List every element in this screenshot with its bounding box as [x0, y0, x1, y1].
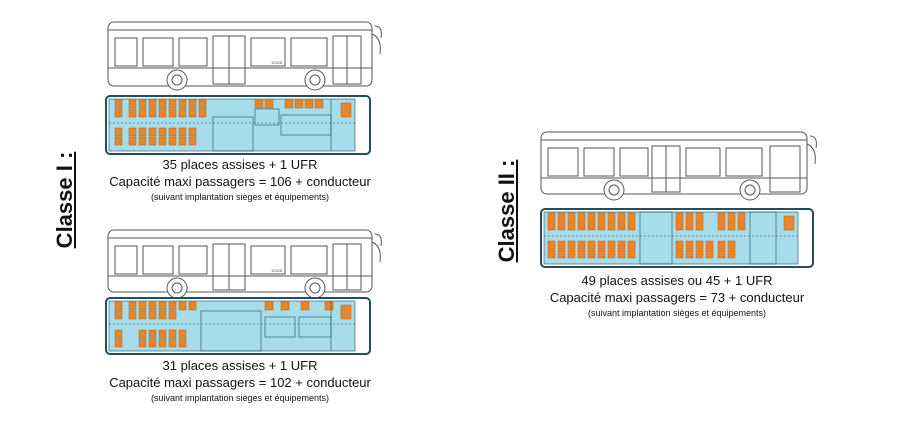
bus-3-note-text: (suivant implantation sièges et équipeme… [587, 308, 767, 318]
bus-3-seats-text: 49 places assises ou 45 + 1 UFR [581, 273, 773, 288]
bus-3-capacity-text: Capacité maxi passagers = 73 + conducteu… [549, 290, 805, 305]
bus-3-caption: 49 places assises ou 45 + 1 UFR Capacité… [532, 272, 822, 320]
bus-1-caption: 35 places assises + 1 UFR Capacité maxi … [95, 156, 385, 204]
bus-2-note-text: (suivant implantation sièges et équipeme… [150, 393, 330, 403]
bus-2-seats-text: 31 places assises + 1 UFR [162, 358, 318, 373]
bus-2-capacity-text: Capacité maxi passagers = 102 + conducte… [109, 375, 371, 390]
bus-3-seat-plan [540, 208, 814, 268]
bus-2-side-view: 15328 [107, 229, 382, 299]
classe-1-label: Classe I : [52, 151, 77, 249]
bus-3-side-view [540, 131, 817, 201]
bus-1-seats-text: 35 places assises + 1 UFR [162, 157, 318, 172]
bus-1-capacity-text: Capacité maxi passagers = 106 + conducte… [109, 174, 371, 189]
bus-1-side-code: 15328 [271, 60, 283, 65]
bus-1-side-view: 15328 [107, 21, 382, 91]
bus-1-seat-plan [105, 95, 371, 155]
bus-2-caption: 31 places assises + 1 UFR Capacité maxi … [95, 357, 385, 405]
bus-2-seat-plan [105, 297, 371, 355]
classe-2-label: Classe II : [494, 159, 519, 263]
bus-1-note-text: (suivant implantation sièges et équipeme… [150, 192, 330, 202]
bus-2-side-code: 15328 [271, 268, 283, 273]
